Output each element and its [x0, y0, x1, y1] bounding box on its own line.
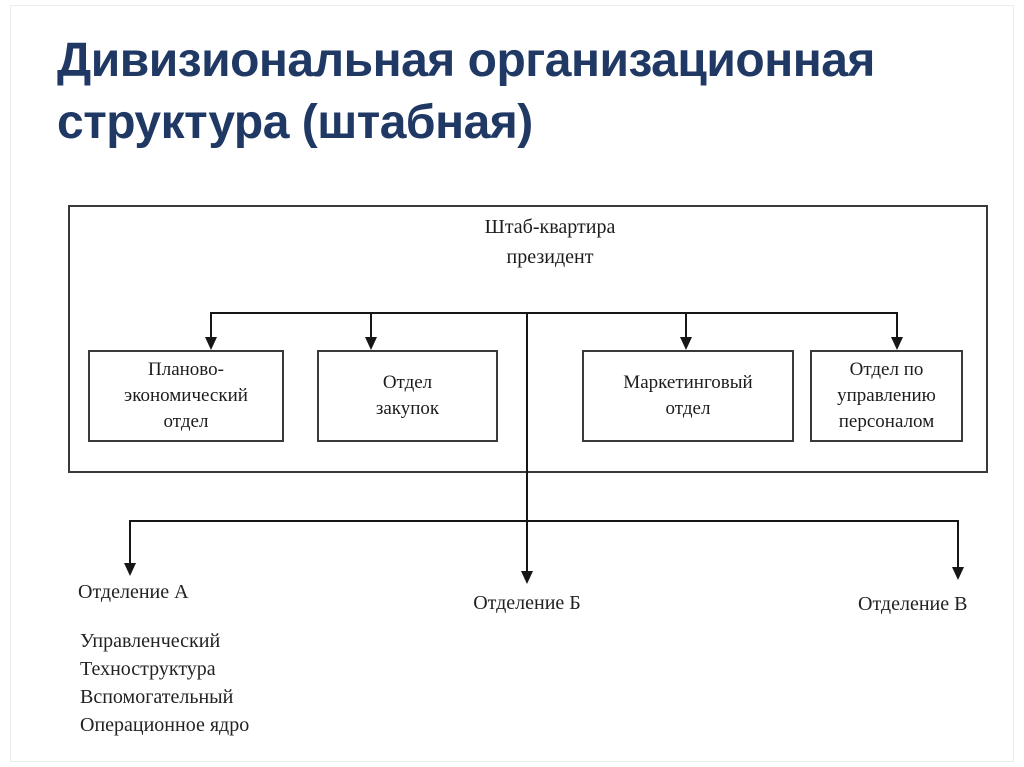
dept-2-label-line-2: закупок: [375, 398, 440, 419]
arrow-down-division-a-icon: [124, 563, 136, 576]
connector-drop-dept-3: [685, 312, 687, 338]
dept-1-label-line-2: экономический: [124, 385, 248, 406]
component-auxiliary: Вспомогательный: [80, 686, 234, 708]
connector-drop-dept-4: [896, 312, 898, 338]
dept-box-procurement: Отдел закупок: [317, 350, 498, 442]
component-technostructure: Техноструктура: [80, 658, 216, 680]
division-a-components-list: Управленческий Техноструктура Вспомогате…: [80, 627, 249, 739]
connector-drop-division-a: [129, 520, 131, 564]
dept-3-label-line-2: отдел: [665, 398, 711, 419]
central-trunk-line: [526, 312, 528, 571]
page-title: Дивизиональная организационная структура…: [57, 30, 987, 154]
dept-box-marketing: Маркетинговый отдел: [582, 350, 794, 442]
dept-box-hr: Отдел по управлению персоналом: [810, 350, 963, 442]
dept-4-label-line-2: управлению: [837, 385, 936, 406]
dept-box-planning-economics: Планово- экономический отдел: [88, 350, 284, 442]
bottom-connector-line: [129, 520, 959, 522]
headquarters-label-line-1: Штаб-квартира: [484, 216, 616, 238]
connector-drop-dept-1: [210, 312, 212, 338]
division-v-label: Отделение В: [858, 593, 968, 615]
page-title-line-1: Дивизиональная организационная: [57, 34, 875, 87]
dept-3-label-line-1: Маркетинговый: [623, 372, 753, 393]
dept-4-label-line-3: персоналом: [838, 411, 935, 432]
arrow-down-dept-1-icon: [205, 337, 217, 350]
page-title-line-2: структура (штабная): [57, 96, 533, 149]
arrow-down-dept-2-icon: [365, 337, 377, 350]
division-a-label: Отделение А: [78, 581, 189, 603]
component-operating-core: Операционное ядро: [80, 714, 250, 736]
component-managerial: Управленческий: [80, 630, 221, 652]
dept-2-label-line-1: Отдел: [382, 372, 433, 393]
arrow-down-dept-3-icon: [680, 337, 692, 350]
connector-drop-dept-2: [370, 312, 372, 338]
dept-1-label-line-3: отдел: [163, 411, 209, 432]
arrow-down-division-v-icon: [952, 567, 964, 580]
top-connector-line: [211, 312, 898, 314]
dept-4-label-line-1: Отдел по: [849, 359, 924, 380]
arrow-down-dept-4-icon: [891, 337, 903, 350]
arrow-down-division-b-icon: [521, 571, 533, 584]
division-b-label: Отделение Б: [473, 592, 581, 614]
connector-drop-division-v: [957, 520, 959, 568]
headquarters-label-line-2: президент: [506, 246, 594, 268]
headquarters-label: Штаб-квартира президент: [335, 212, 765, 272]
dept-1-label-line-1: Планово-: [148, 359, 224, 380]
